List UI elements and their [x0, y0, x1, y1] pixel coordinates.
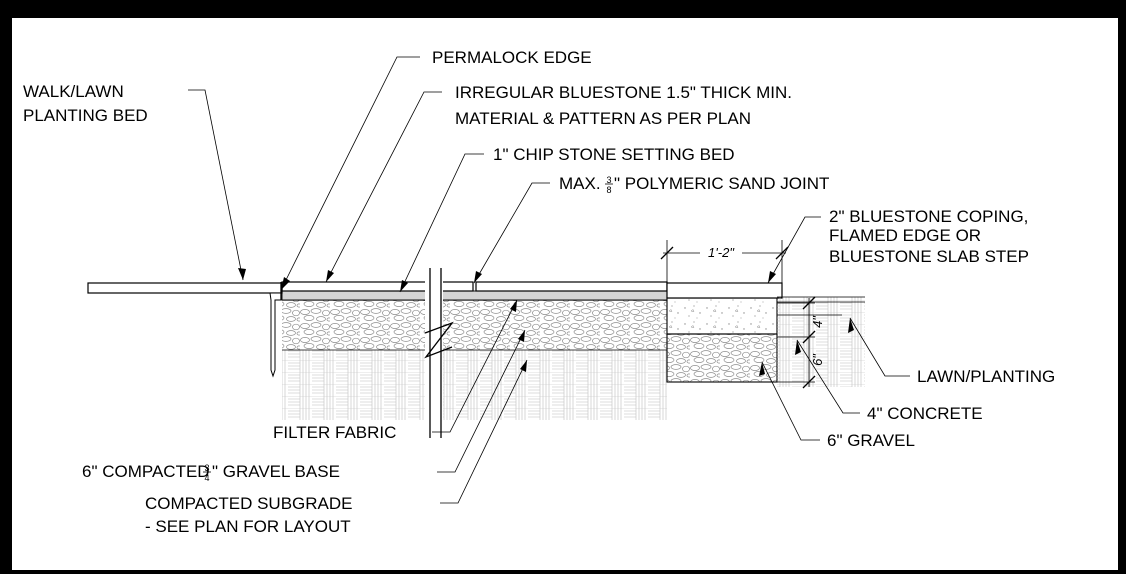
label-walk-lawn: WALK/LAWN [23, 82, 124, 101]
dim-4in: 4" [810, 315, 825, 328]
label-gravel: 6" GRAVEL [827, 431, 915, 450]
label-planting-bed: PLANTING BED [23, 106, 148, 125]
label-permalock-edge: PERMALOCK EDGE [432, 48, 592, 67]
label-concrete: 4" CONCRETE [867, 404, 983, 423]
frac-3: 3 [606, 175, 611, 185]
gravel-base-hatch [282, 300, 667, 350]
frac-8: 8 [606, 185, 611, 195]
walk-lawn-slab [87, 282, 283, 294]
setting-bed [281, 290, 668, 301]
label-chip-stone: 1" CHIP STONE SETTING BED [493, 145, 735, 164]
step-concrete [666, 297, 778, 335]
paving-section [87, 262, 668, 440]
lawn-soil-hatch [777, 297, 865, 387]
dim-6in: 6" [810, 353, 825, 366]
label-gravel-base: " GRAVEL BASE [212, 462, 340, 481]
label-coping-2: FLAMED EDGE OR [829, 226, 981, 245]
leader-lines [188, 56, 910, 504]
label-filter-fabric: FILTER FABRIC [273, 423, 396, 442]
label-material-pattern: MATERIAL & PATTERN AS PER PLAN [455, 109, 751, 128]
coping-section [666, 282, 865, 387]
label-subgrade-1: COMPACTED SUBGRADE [145, 494, 353, 513]
break-line [424, 321, 454, 359]
bluestone-paver-right [475, 281, 668, 292]
bluestone-paver-left [281, 281, 474, 292]
label-coping-1: 2" BLUESTONE COPING, [829, 207, 1028, 226]
label-irregular-bluestone: IRREGULAR BLUESTONE 1.5" THICK MIN. [455, 83, 792, 102]
label-max: MAX. [559, 174, 601, 193]
frac-4: 4 [204, 473, 209, 483]
dim-width: 1'-2" [708, 245, 735, 260]
dimensions: 1'-2" 4" 6" [660, 240, 825, 389]
label-compacted: 6" COMPACTED [82, 462, 210, 481]
label-polymeric-sand: " POLYMERIC SAND JOINT [614, 174, 829, 193]
labels: WALK/LAWN PLANTING BED PERMALOCK EDGE IR… [23, 48, 1055, 536]
frac-3b: 3 [204, 463, 209, 473]
label-lawn-planting: LAWN/PLANTING [917, 367, 1055, 386]
subgrade-hatch [282, 350, 667, 420]
label-coping-3: BLUESTONE SLAB STEP [829, 247, 1029, 266]
label-subgrade-2: - SEE PLAN FOR LAYOUT [145, 517, 351, 536]
bluestone-coping [666, 282, 783, 299]
